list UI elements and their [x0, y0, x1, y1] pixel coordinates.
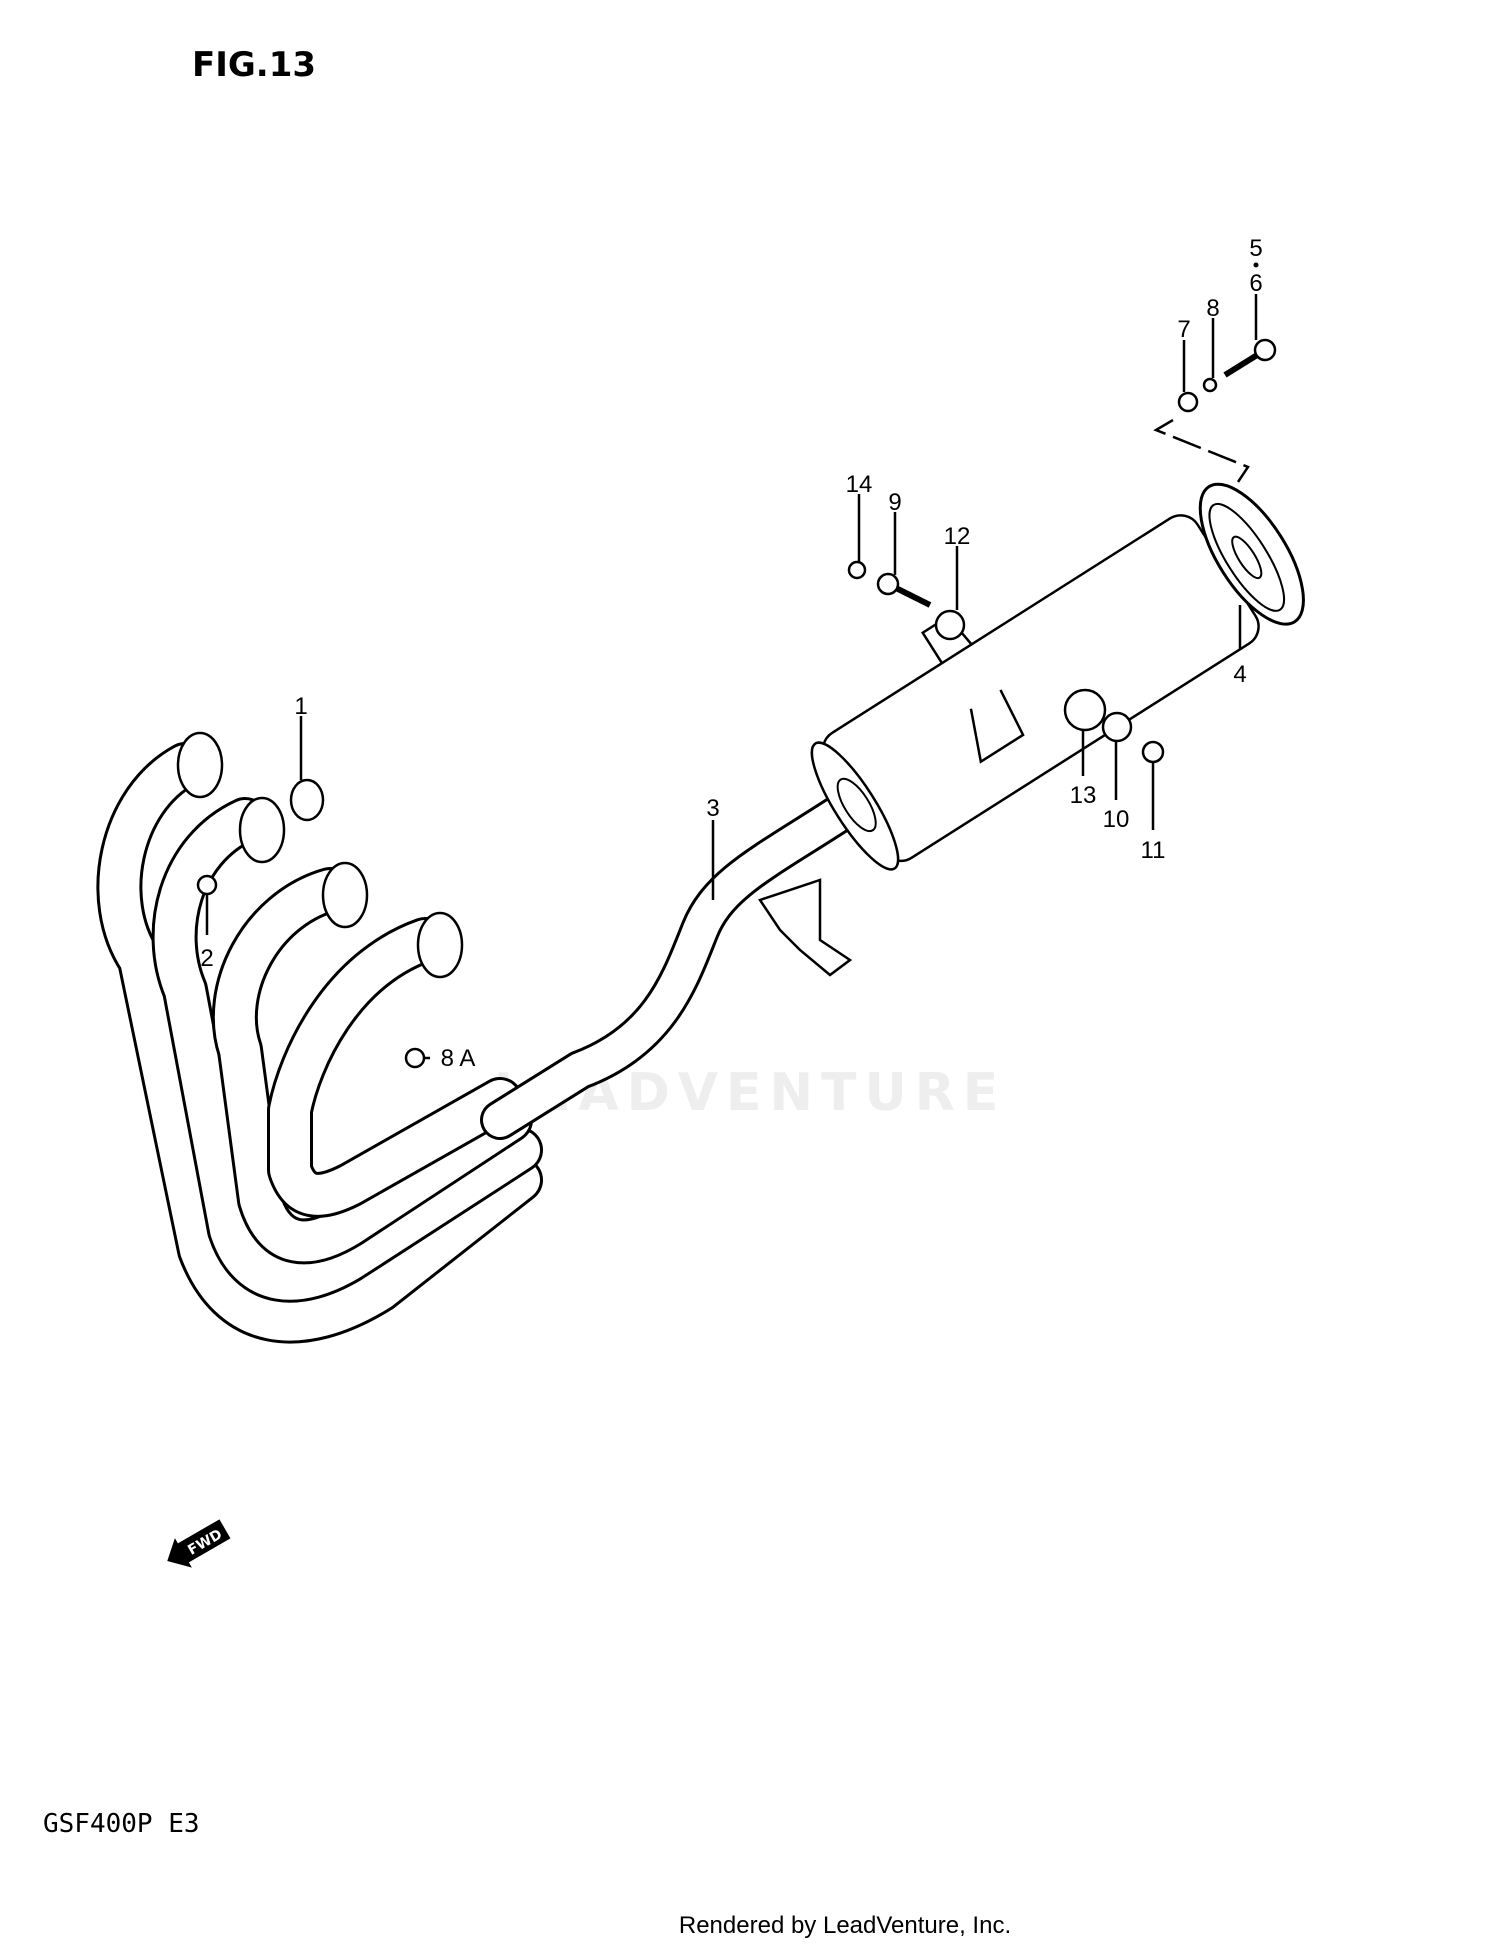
callout-2: 2 — [200, 945, 213, 972]
callout-8: 8 — [1206, 295, 1219, 322]
washer-10 — [1101, 711, 1133, 743]
callout-14: 14 — [846, 471, 873, 498]
callout-6: 6 — [1249, 270, 1262, 297]
callout-11: 11 — [1141, 837, 1166, 864]
washer-8 — [1202, 377, 1218, 393]
footer-credit: Rendered by LeadVenture, Inc. — [679, 1912, 1011, 1939]
nut-14 — [847, 560, 867, 580]
callout-12: 12 — [944, 523, 971, 550]
nut-11 — [1141, 740, 1165, 764]
callout-1: 1 — [294, 693, 307, 720]
callout-8a: 8 A — [441, 1045, 476, 1072]
model-code: GSF400P E3 — [43, 1809, 200, 1839]
exhaust-pipe-assembly — [96, 731, 880, 1344]
leader-lines — [205, 294, 1258, 1060]
grommet-13 — [1063, 688, 1107, 732]
nut-8a — [404, 1047, 426, 1069]
callout-4: 4 — [1233, 661, 1246, 688]
muffler — [810, 482, 1305, 871]
bolt-2 — [196, 874, 218, 896]
callout-5: 5 — [1249, 235, 1262, 262]
callout-separator-dot — [1253, 262, 1259, 268]
callout-7: 7 — [1177, 316, 1190, 343]
callout-10: 10 — [1103, 806, 1130, 833]
callout-3: 3 — [706, 795, 719, 822]
fwd-arrow-icon: FWD — [167, 1519, 231, 1568]
gasket-1 — [289, 778, 325, 822]
callout-9: 9 — [888, 489, 901, 516]
collar-12 — [934, 609, 966, 641]
callout-13: 13 — [1070, 782, 1097, 809]
washer-7 — [1177, 391, 1199, 413]
figure-title: FIG.13 — [192, 45, 316, 85]
hardware-parts — [196, 338, 1277, 1069]
